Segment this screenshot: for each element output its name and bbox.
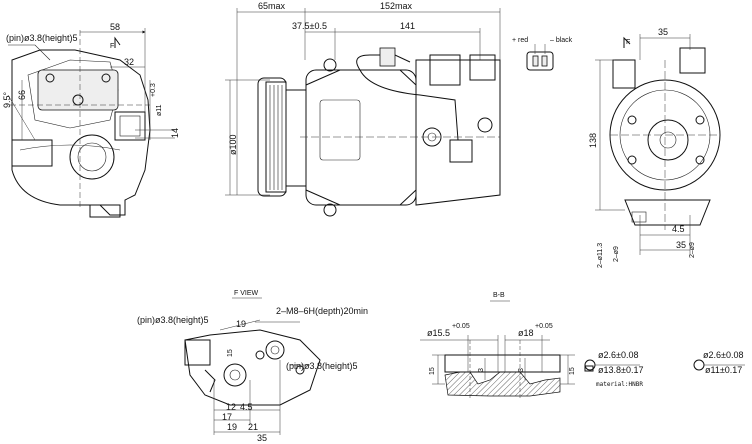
bb-dim-15-5: ø15.5: [427, 328, 450, 338]
side-view: [7, 28, 175, 218]
side-dim-32: 32: [124, 57, 134, 67]
side-dim-9-5: 9.5°: [2, 91, 12, 108]
bb-dim-18-tol: +0.05: [535, 323, 553, 330]
section-b-b: [420, 300, 575, 400]
rear-f-marker: F: [626, 39, 630, 46]
bb-dim-3-a: 3: [478, 368, 485, 372]
section-b-b-title: B-B: [493, 292, 505, 299]
f-view-dim-12: 12: [226, 402, 236, 412]
rear-hole-9-b: 2–ø9: [689, 242, 696, 258]
front-dim-100: ø100: [228, 134, 238, 155]
o-ring-2: [693, 359, 745, 371]
o-ring-2-diameter: ø11±0.17: [705, 365, 742, 375]
front-dim-141: 141: [400, 21, 415, 31]
o-ring-2-section: ø2.6±0.08: [703, 350, 743, 360]
rear-hole-11-3: 2–ø11.3: [597, 243, 604, 268]
f-view-dim-21: 21: [248, 422, 258, 432]
bb-dim-15-5-tol: +0.05: [452, 323, 470, 330]
connector-red-label: + red: [512, 37, 528, 44]
f-view-dim-17: 17: [222, 412, 232, 422]
o-ring-1: [584, 359, 640, 372]
side-dim-11-tol: +0.3: [150, 83, 157, 97]
f-view-title: F VIEW: [234, 290, 259, 297]
side-pin-label: (pin)ø3.8(height)5: [6, 33, 78, 43]
f-view-dim-4-5: 4.5: [240, 402, 253, 412]
side-dim-11: ø11: [156, 104, 163, 116]
bb-dim-18: ø18: [518, 328, 534, 338]
connector-black-label: – black: [550, 37, 573, 44]
rear-hole-9-a: 2–ø9: [613, 246, 620, 262]
f-view-pin-2: (pin)ø3.8(height)5: [286, 361, 358, 371]
front-dim-65max: 65max: [258, 1, 286, 11]
o-ring-1-section: ø2.6±0.08: [598, 350, 638, 360]
front-dim-37-5: 37.5±0.5: [292, 21, 327, 31]
f-view-pin-1: (pin)ø3.8(height)5: [137, 315, 209, 325]
f-view-dim-15: 15: [227, 349, 234, 357]
bb-dim-15-b: 15: [569, 367, 576, 375]
f-view-dim-19-a: 19: [236, 319, 246, 329]
rear-dim-35-top: 35: [658, 27, 668, 37]
rear-dim-138: 138: [588, 133, 598, 148]
f-view-dim-35: 35: [257, 433, 267, 443]
side-dim-58: 58: [110, 22, 120, 32]
connector-detail: [526, 44, 554, 71]
side-dim-66: 66: [17, 90, 27, 100]
bb-dim-15-a: 15: [429, 367, 436, 375]
rear-dim-35-bot: 35: [676, 240, 686, 250]
side-dim-14: 14: [170, 128, 180, 138]
front-dim-152max: 152max: [380, 1, 413, 11]
f-view: [184, 297, 321, 435]
material-label: material:HNBR: [596, 381, 643, 388]
rear-dim-4-5: 4.5: [672, 224, 685, 234]
bb-dim-3-b: 3: [518, 368, 525, 372]
front-view: [225, 8, 501, 217]
side-f-marker: F: [110, 43, 114, 50]
rear-view: [595, 34, 721, 255]
o-ring-1-diameter: ø13.8±0.17: [598, 365, 643, 375]
f-view-dim-19-b: 19: [227, 422, 237, 432]
f-view-m8: 2–M8–6H(depth)20min: [276, 306, 368, 316]
